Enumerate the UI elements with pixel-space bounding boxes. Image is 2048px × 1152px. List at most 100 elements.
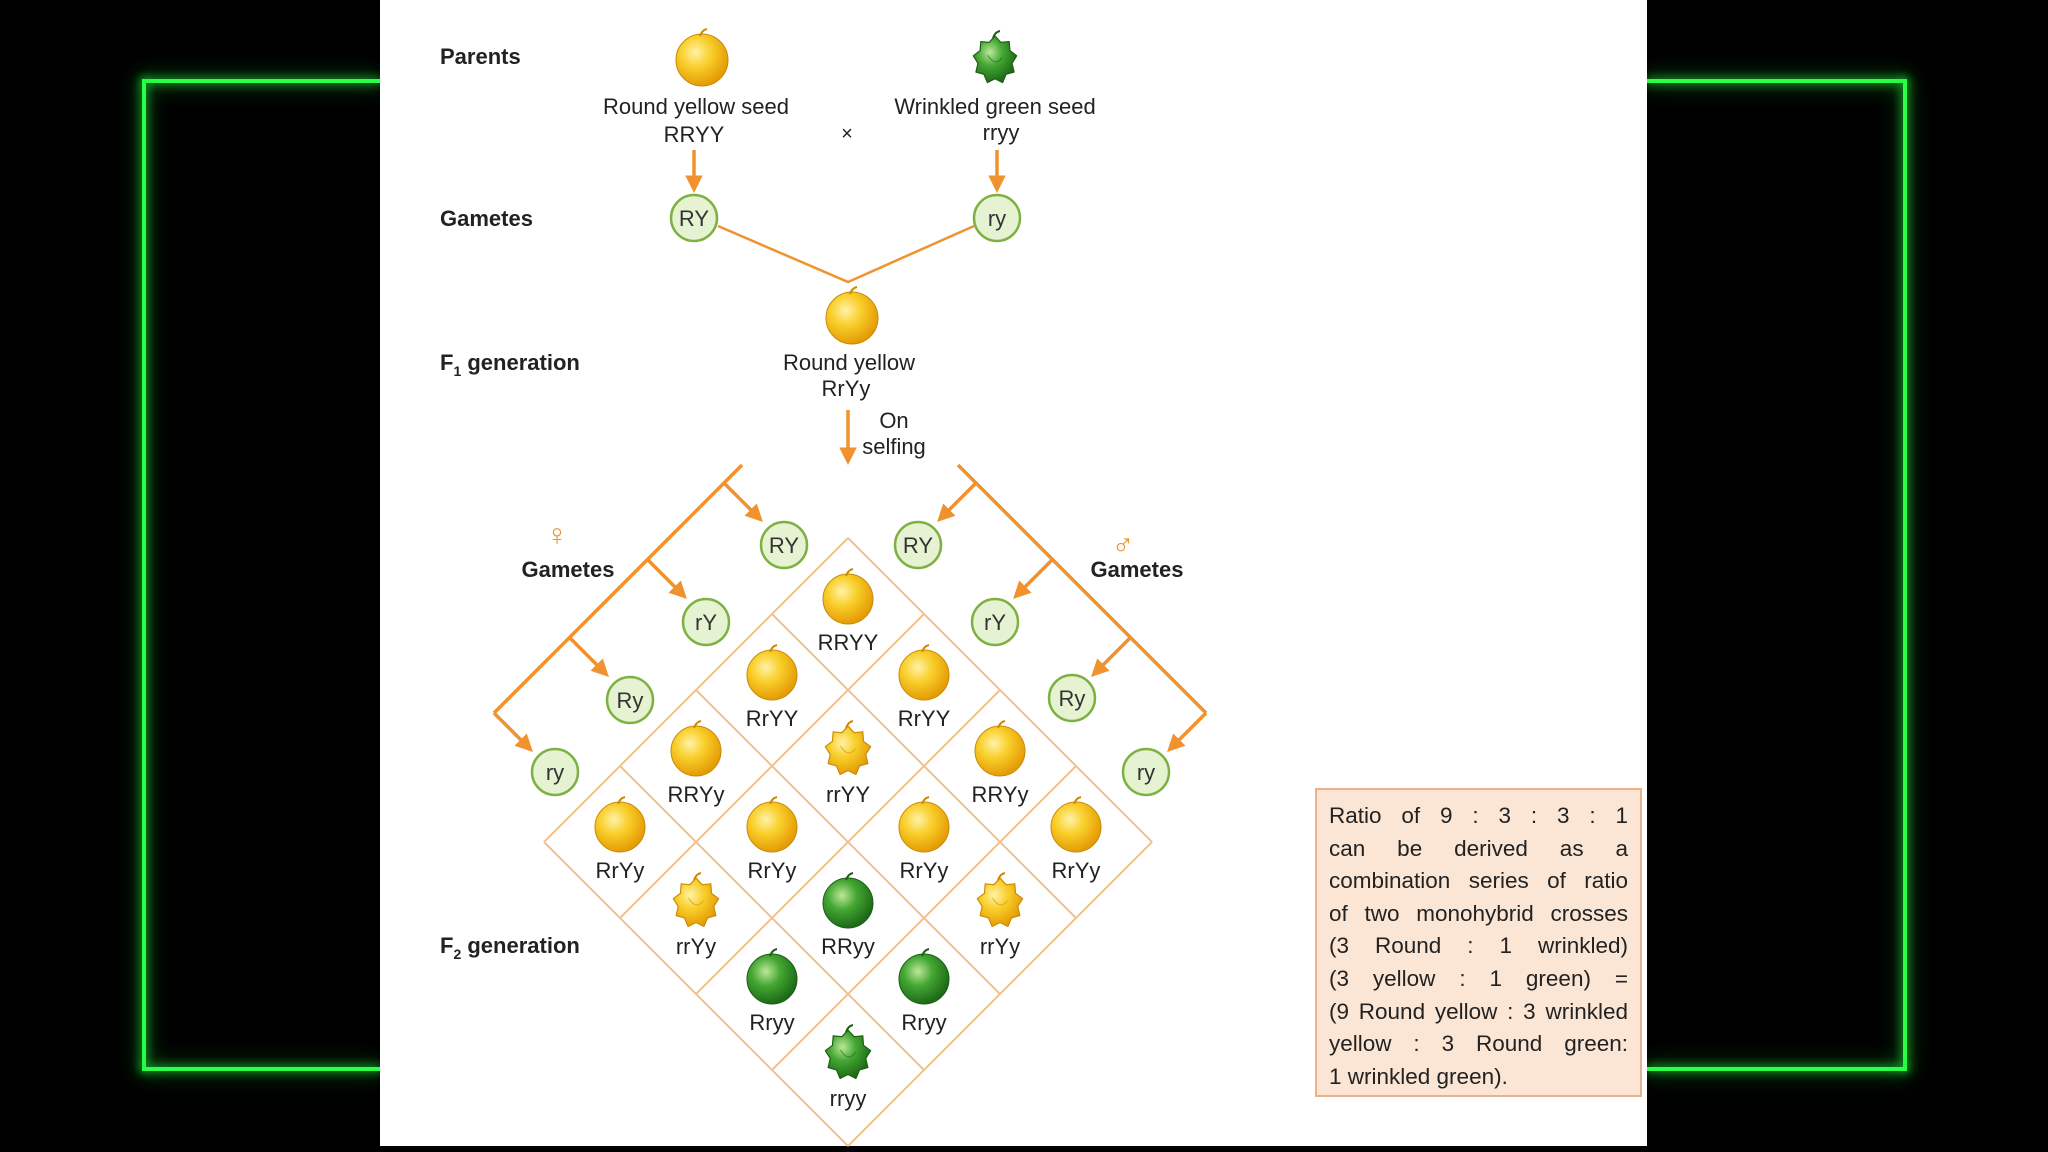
- f2-cell: RrYy: [898, 796, 950, 883]
- selfing-label-line2: selfing: [862, 434, 926, 459]
- f2-cell-genotype: RRYy: [667, 782, 724, 807]
- note-line: (9 Round yellow : 3 wrinkled: [1329, 998, 1628, 1024]
- note-line: combination series of ratio: [1329, 868, 1628, 894]
- f2-cell-genotype: RRYY: [818, 630, 879, 655]
- parents-label: Parents: [440, 44, 521, 69]
- gamete-parent-left: RY: [669, 193, 719, 243]
- f2-cell-genotype: rrYy: [676, 934, 716, 959]
- f2-cell-genotype: Rryy: [749, 1010, 794, 1035]
- grid-line-u-4: [543, 841, 849, 1147]
- female-gamete-3: ry: [530, 747, 580, 797]
- f2-cell-genotype: RrYY: [898, 706, 951, 731]
- gamete-parent-right: ry: [972, 193, 1022, 243]
- f2-cell: rrYY: [824, 720, 872, 807]
- seed-icons: [675, 28, 1018, 345]
- f2-cell: RrYY: [898, 644, 951, 731]
- round-seed-icon: [670, 720, 722, 777]
- f2-cell: rryy: [824, 1024, 872, 1111]
- note-line: of two monohybrid crosses: [1329, 900, 1628, 926]
- female-gamete-0-label: RY: [769, 533, 799, 558]
- wrinkled-seed-icon: [824, 720, 872, 776]
- grid-line-v-2: [695, 689, 1001, 995]
- round-seed-icon: [822, 872, 874, 929]
- male-gamete-3-label: ry: [1137, 760, 1155, 785]
- round-seed-icon: [746, 644, 798, 701]
- grid-line-v-4: [847, 841, 1153, 1147]
- parent-left-genotype: RRYY: [664, 122, 725, 147]
- f2-cell-genotype: RrYy: [748, 858, 797, 883]
- wrinkled-seed-icon: [824, 1024, 872, 1080]
- f2-cell-genotype: rrYy: [980, 934, 1020, 959]
- f2-cell: RrYy: [1050, 796, 1102, 883]
- female-gamete-0: RY: [759, 520, 809, 570]
- f1-genotype: RrYy: [822, 376, 871, 401]
- f1-generation-label: F1 generation: [440, 350, 580, 379]
- female-gamete-1: rY: [681, 597, 731, 647]
- round-seed-icon: [898, 796, 950, 853]
- f2-generation-label: F2 generation: [440, 933, 580, 962]
- gamete-parent-right-label: ry: [988, 206, 1006, 231]
- male-gamete-1: rY: [970, 597, 1020, 647]
- round-seed-icon: [1050, 796, 1102, 853]
- f2-cell: RRyy: [821, 872, 875, 959]
- f2-cell: RrYY: [746, 644, 799, 731]
- parent-right-seed-icon: [972, 30, 1018, 84]
- note-line: can be derived as a: [1329, 835, 1628, 861]
- female-symbol: ♀: [546, 519, 569, 552]
- grid-line-v-3: [771, 765, 1077, 1071]
- cross-symbol: ×: [841, 123, 853, 145]
- male-gamete-tree: [937, 463, 1208, 752]
- wrinkled-seed-icon: [976, 872, 1024, 928]
- female-gamete-2-label: Ry: [617, 688, 644, 713]
- f2-cell: Rryy: [746, 948, 798, 1035]
- female-gametes-label: Gametes: [522, 557, 615, 582]
- f2-cell: rrYy: [976, 872, 1024, 959]
- male-gamete-2: Ry: [1047, 673, 1097, 723]
- gametes-label: Gametes: [440, 206, 533, 231]
- f2-cell-genotype: RrYy: [596, 858, 645, 883]
- grid-line-u-3: [619, 765, 925, 1071]
- male-gamete-3: ry: [1121, 747, 1171, 797]
- note-line: 1 wrinkled green).: [1329, 1063, 1508, 1089]
- f2-cell-genotype: RrYy: [900, 858, 949, 883]
- parent-left-seed-icon: [675, 28, 729, 87]
- f1-name: Round yellow: [783, 350, 915, 375]
- male-gamete-0: RY: [893, 520, 943, 570]
- selfing-label-line1: On: [879, 408, 908, 433]
- f2-gamete-circles: RY rY Ry ry RY rY Ry ry: [530, 520, 1171, 797]
- ratio-note-box: Ratio of 9 : 3 : 3 : 1 can be derived as …: [1315, 788, 1642, 1097]
- round-seed-icon: [594, 796, 646, 853]
- male-gamete-1-label: rY: [984, 610, 1006, 635]
- f2-cell: Rryy: [898, 948, 950, 1035]
- f2-cell-genotype: RrYy: [1052, 858, 1101, 883]
- male-gamete-2-label: Ry: [1059, 686, 1086, 711]
- male-gametes-label: Gametes: [1091, 557, 1184, 582]
- note-line: (3 yellow : 1 green) =: [1329, 965, 1628, 991]
- f2-cell: RRYY: [818, 568, 879, 655]
- note-line: Ratio of 9 : 3 : 3 : 1: [1329, 803, 1628, 828]
- male-symbol: ♂: [1112, 529, 1135, 562]
- f2-cell-genotype: Rryy: [901, 1010, 946, 1035]
- f2-cell-genotype: rryy: [830, 1086, 867, 1111]
- round-seed-icon: [746, 796, 798, 853]
- female-gamete-tree: [492, 463, 763, 752]
- parent-left-name: Round yellow seed: [603, 94, 789, 119]
- round-seed-icon: [746, 948, 798, 1005]
- f2-cell-genotype: RrYY: [746, 706, 799, 731]
- female-gamete-3-label: ry: [546, 760, 564, 785]
- female-gamete-2: Ry: [605, 675, 655, 725]
- parent-right-genotype: rryy: [983, 120, 1020, 145]
- f2-cell-genotype: RRYy: [971, 782, 1028, 807]
- male-gamete-0-label: RY: [903, 533, 933, 558]
- f2-cell: RRYy: [971, 720, 1029, 807]
- gamete-parent-left-label: RY: [679, 206, 709, 231]
- note-line: (3 Round : 1 wrinkled): [1329, 933, 1628, 959]
- parent-right-name: Wrinkled green seed: [894, 94, 1095, 119]
- f2-cell: RrYy: [594, 796, 646, 883]
- round-seed-icon: [822, 568, 874, 625]
- wrinkled-seed-icon: [672, 872, 720, 928]
- gamete-fusion-lines: [717, 224, 975, 284]
